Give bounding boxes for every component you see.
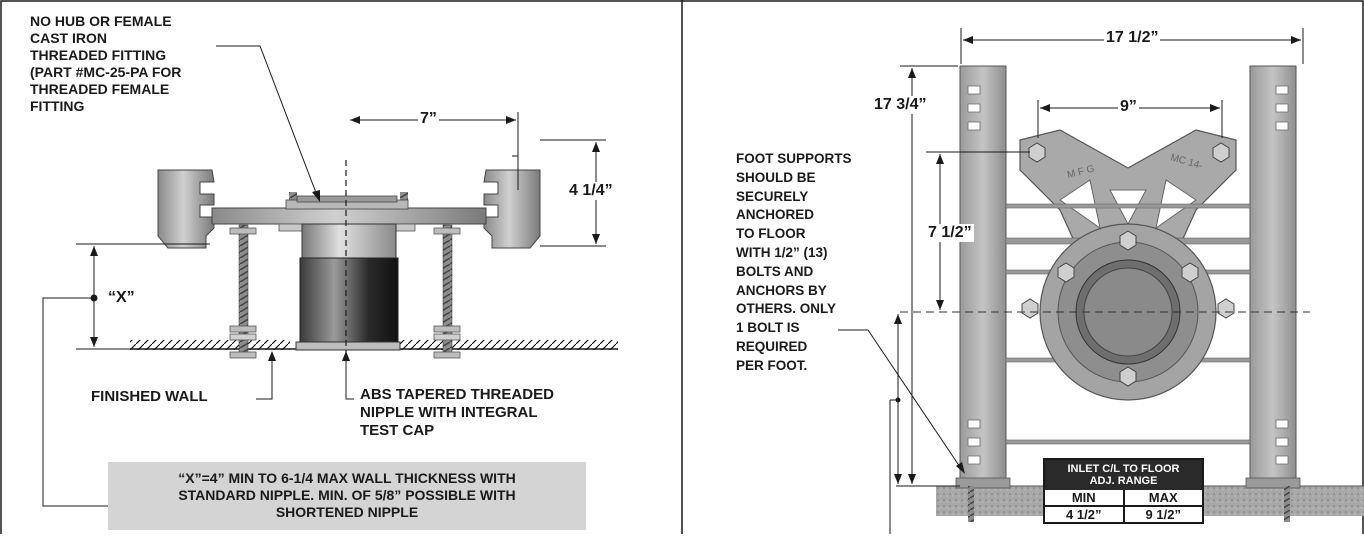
foot-note-line: ANCHORED bbox=[736, 207, 815, 223]
foot-support-note: FOOT SUPPORTS SHOULD BE SECURELY ANCHORE… bbox=[736, 150, 852, 376]
fitting-callout-line: THREADED FEMALE bbox=[30, 81, 170, 97]
dimension-9-label: 9” bbox=[1118, 98, 1139, 116]
foot-note-line: REQUIRED bbox=[736, 338, 808, 354]
wall-thickness-note-text: “X”=4” MIN TO 6-1/4 MAX WALL THICKNESS W… bbox=[108, 470, 586, 521]
fitting-hub bbox=[296, 195, 398, 203]
adj-range-labels-row: MIN MAX bbox=[1045, 490, 1202, 505]
foot-note-line: OTHERS. ONLY bbox=[736, 301, 837, 317]
dimension-17-3-4 bbox=[896, 65, 960, 487]
fitting-callout-line: (PART #MC-25-PA FOR bbox=[30, 64, 182, 80]
finished-wall-line bbox=[130, 340, 618, 350]
note-line: SHORTENED NIPPLE bbox=[275, 504, 419, 520]
adj-min-value: 4 1/2” bbox=[1066, 507, 1102, 522]
dimension-7-1-2-label: 7 1/2” bbox=[926, 224, 974, 242]
hex-bolts bbox=[1021, 142, 1235, 387]
foot-support-leader bbox=[838, 329, 965, 474]
nipple-callout-line: NIPPLE WITH INTEGRAL bbox=[360, 404, 538, 421]
dimension-4-1-4-label: 4 1/4” bbox=[567, 182, 615, 200]
dimension-x-label: “X” bbox=[106, 289, 137, 307]
dimension-7-label: 7” bbox=[418, 110, 439, 128]
finished-wall-leader bbox=[256, 351, 276, 400]
fitting-callout: NO HUB OR FEMALE CAST IRON THREADED FITT… bbox=[30, 13, 181, 115]
nipple-leader bbox=[342, 351, 354, 400]
dimension-x bbox=[42, 243, 210, 507]
foot-note-line: TO FLOOR bbox=[736, 226, 806, 242]
right-upright bbox=[1245, 65, 1301, 522]
foot-note-line: PER FOOT. bbox=[736, 357, 808, 373]
adj-range-header-line: ADJ. RANGE bbox=[1089, 475, 1158, 487]
foot-note-line: 1 BOLT IS bbox=[736, 320, 800, 336]
fitting-callout-line: THREADED FITTING bbox=[30, 47, 167, 63]
fitting-callout-line: FITTING bbox=[30, 98, 85, 114]
adj-min-label: MIN bbox=[1071, 490, 1096, 505]
note-line: “X”=4” MIN TO 6-1/4 MAX WALL THICKNESS W… bbox=[178, 470, 516, 486]
dimension-9 bbox=[1037, 100, 1223, 138]
nipple-body bbox=[299, 257, 399, 343]
left-upright bbox=[955, 65, 1011, 522]
foot-note-line: WITH 1/2” (13) bbox=[736, 244, 828, 260]
fitting-callout-line: NO HUB OR FEMALE bbox=[30, 13, 172, 29]
foot-note-line: SECURELY bbox=[736, 188, 809, 204]
adj-max-value: 9 1/2” bbox=[1122, 507, 1203, 522]
foot-note-line: ANCHORS BY bbox=[736, 282, 827, 298]
foot-note-line: BOLTS AND bbox=[736, 263, 814, 279]
adj-range-table: INLET C/L TO FLOOR ADJ. RANGE MIN MAX 4 … bbox=[1043, 458, 1204, 524]
nipple-callout: ABS TAPERED THREADED NIPPLE WITH INTEGRA… bbox=[360, 386, 554, 440]
adj-range-line bbox=[889, 314, 902, 534]
adj-range-header: INLET C/L TO FLOOR ADJ. RANGE bbox=[1045, 460, 1202, 490]
foot-note-line: SHOULD BE bbox=[736, 169, 816, 185]
nipple-upper bbox=[301, 223, 397, 259]
support-plate bbox=[211, 207, 487, 225]
adj-range-header-line: INLET C/L TO FLOOR bbox=[1067, 463, 1180, 475]
adj-range-values-row: 4 1/2” 9 1/2” bbox=[1045, 505, 1202, 522]
fitting-leader bbox=[216, 45, 320, 202]
dimension-17-3-4-label: 17 3/4” bbox=[872, 96, 929, 114]
dimension-17-1-2-label: 17 1/2” bbox=[1104, 29, 1161, 47]
wall-thickness-note: “X”=4” MIN TO 6-1/4 MAX WALL THICKNESS W… bbox=[108, 462, 586, 530]
adj-max-label: MAX bbox=[1122, 490, 1203, 505]
foot-note-line: FOOT SUPPORTS bbox=[736, 151, 852, 166]
fitting-callout-line: CAST IRON bbox=[30, 30, 107, 46]
note-line: STANDARD NIPPLE. MIN. OF 5/8” POSSIBLE W… bbox=[178, 487, 516, 503]
nipple-callout-line: ABS TAPERED THREADED bbox=[360, 386, 554, 403]
test-cap bbox=[295, 341, 401, 351]
finished-wall-label: FINISHED WALL bbox=[91, 388, 208, 405]
nipple-callout-line: TEST CAP bbox=[360, 422, 435, 439]
inlet-flange bbox=[1039, 223, 1217, 401]
right-bracket bbox=[483, 169, 541, 249]
left-bracket bbox=[157, 169, 215, 249]
